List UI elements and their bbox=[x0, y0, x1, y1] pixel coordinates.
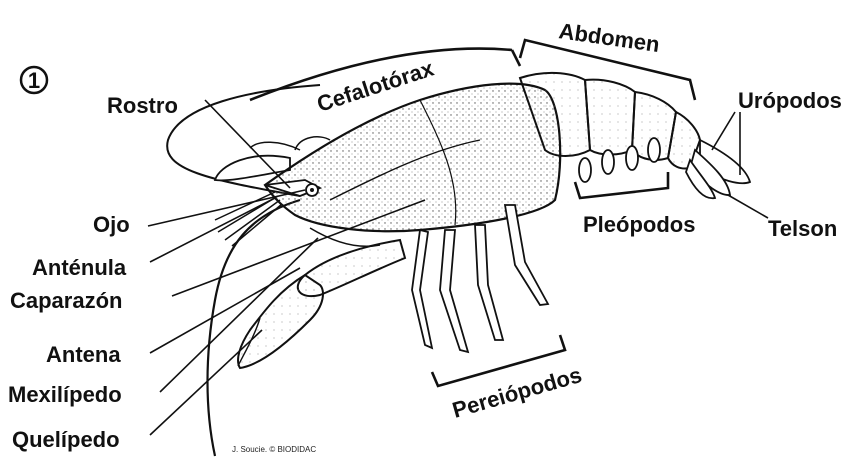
credit-text: J. Soucie. © BIODIDAC bbox=[232, 445, 316, 454]
label-caparazon: Caparazón bbox=[10, 288, 122, 313]
label-antena: Antena bbox=[46, 342, 121, 367]
label-rostro: Rostro bbox=[107, 93, 178, 118]
label-pereiopodos: Pereiópodos bbox=[449, 362, 584, 423]
label-pleopodos: Pleópodos bbox=[583, 212, 695, 237]
cheliped bbox=[238, 240, 405, 368]
label-ojo: Ojo bbox=[93, 212, 130, 237]
label-uropodos: Urópodos bbox=[738, 88, 842, 113]
label-antenula: Anténula bbox=[32, 255, 127, 280]
label-quelipedo: Quelípedo bbox=[12, 427, 120, 452]
leader-telson bbox=[728, 195, 768, 218]
label-mexilipedo: Mexilípedo bbox=[8, 382, 122, 407]
svg-text:1: 1 bbox=[28, 68, 40, 93]
leader-uropodos-1 bbox=[712, 112, 735, 150]
leader-antenula bbox=[150, 198, 275, 262]
leader-quelipedo bbox=[150, 330, 262, 435]
figure-number: 1 bbox=[21, 67, 47, 93]
label-telson: Telson bbox=[768, 216, 837, 241]
